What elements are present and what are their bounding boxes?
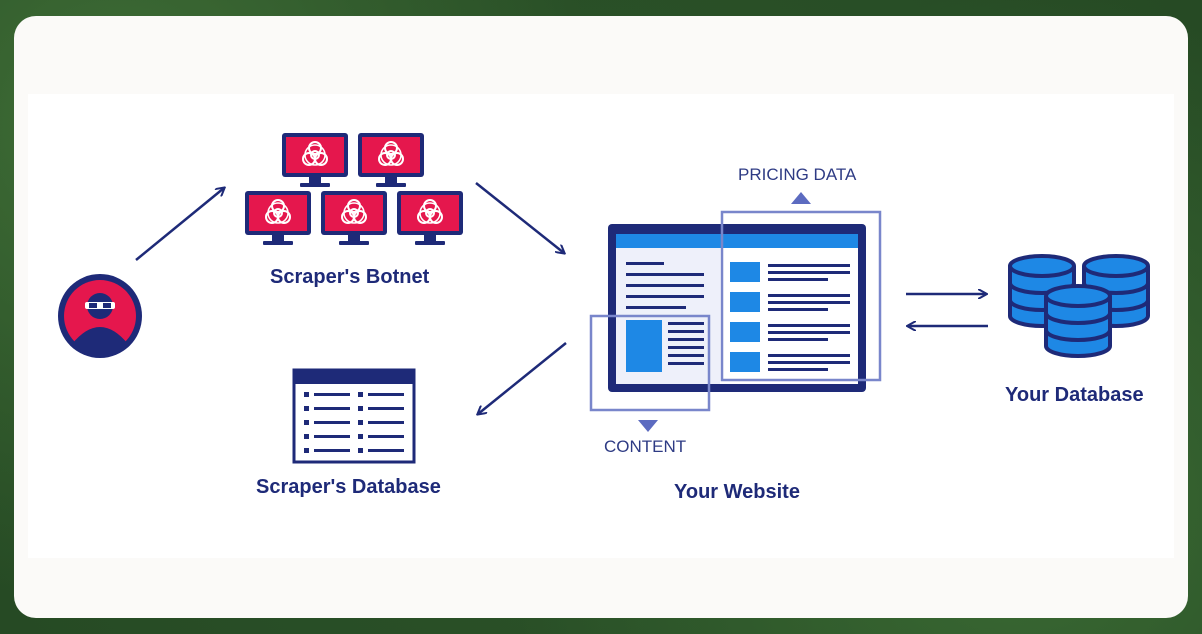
content-highlight [589,314,711,412]
hacker-avatar-icon [58,274,142,358]
biohazard-monitor-icon [396,190,464,246]
your-database-label: Your Database [1005,384,1144,406]
content-label: CONTENT [604,437,687,456]
biohazard-monitor-icon [320,190,388,246]
pricing-data-highlight [720,210,882,382]
content-pointer-icon [638,420,658,432]
pricing-data-pointer-icon [791,192,811,204]
biohazard-monitor-icon [244,190,312,246]
arrow-website-to-scraper-database [478,342,567,414]
pricing-data-label: PRICING DATA [738,165,857,184]
browser-window-icon [608,224,866,392]
botnet-label: Scraper's Botnet [270,266,430,288]
arrow-attacker-to-botnet [135,188,224,261]
biohazard-monitor-icon [357,132,425,188]
database-cylinder-icon [1008,254,1150,358]
biohazard-monitor-icon [281,132,349,188]
table-document-icon [292,368,416,464]
arrow-botnet-to-website [475,182,564,253]
botnet-monitors [244,132,464,246]
scraper-database-label: Scraper's Database [256,476,441,498]
your-website-label: Your Website [674,481,800,503]
